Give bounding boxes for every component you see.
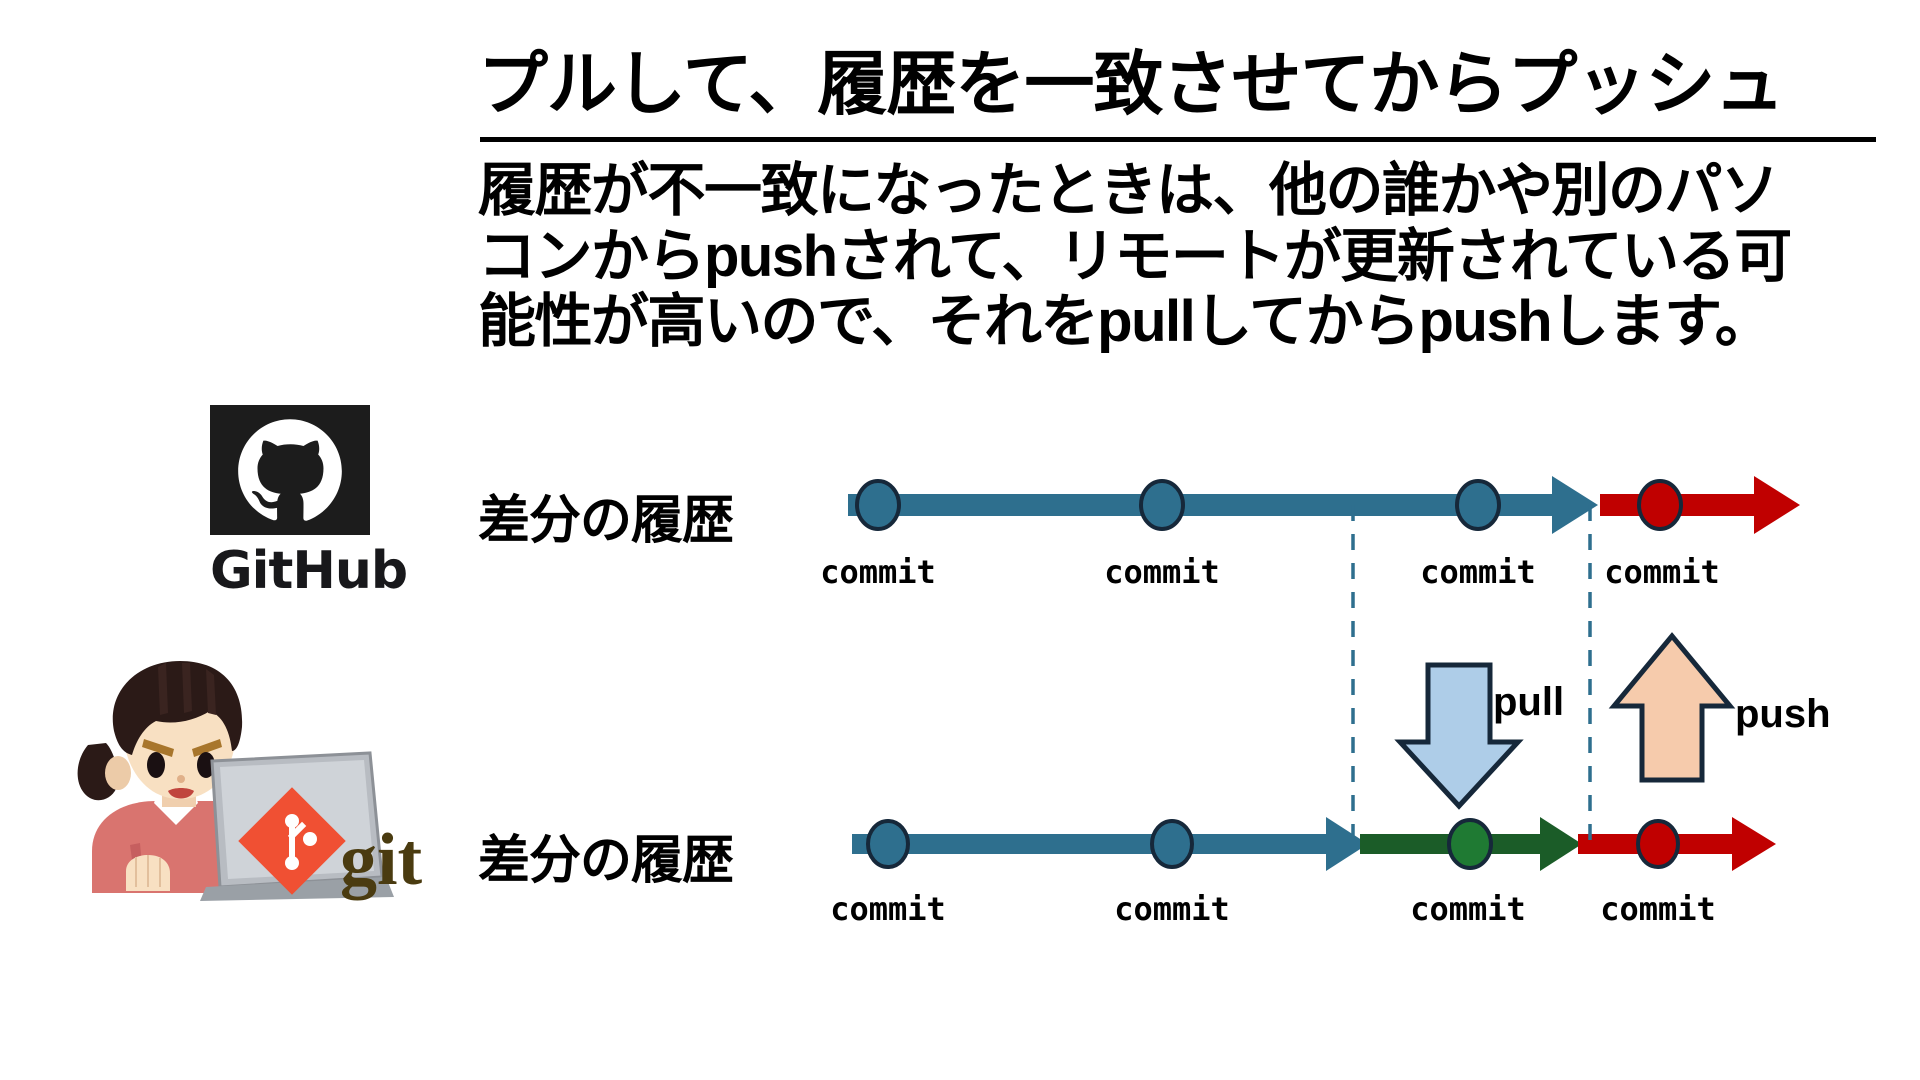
- remote-commit-label-1: commit: [820, 553, 936, 591]
- local-commit-label-2: commit: [1114, 890, 1230, 928]
- remote-red-arrowhead: [1754, 476, 1800, 534]
- github-logo: GitHub: [210, 405, 408, 601]
- local-commit-label-4: commit: [1600, 890, 1716, 928]
- pull-arrow-label: pull: [1493, 680, 1565, 724]
- local-green-arrowhead: [1540, 817, 1582, 871]
- page-title: プルして、履歴を一致させてからプッシュ: [478, 45, 1784, 123]
- local-commit-dot-1[interactable]: [866, 819, 910, 869]
- body-line-2: コンからpushされて、リモートが更新されている可: [478, 223, 1792, 289]
- remote-commit-label-4: commit: [1604, 553, 1720, 591]
- push-arrow[interactable]: [1608, 632, 1736, 783]
- github-icon-square: [210, 405, 370, 535]
- remote-commit-dot-1[interactable]: [855, 479, 901, 531]
- remote-red-segment: [1600, 494, 1762, 516]
- github-octocat-icon: [238, 419, 342, 521]
- remote-blue-arrowhead: [1552, 476, 1598, 534]
- remote-commit-dot-3[interactable]: [1455, 479, 1501, 531]
- title-underline: [480, 137, 1876, 142]
- local-commit-dot-2[interactable]: [1150, 819, 1194, 869]
- remote-commit-dot-4[interactable]: [1637, 479, 1683, 531]
- git-logo-label: git: [340, 819, 423, 901]
- local-blue-segment: [852, 834, 1332, 854]
- person-at-laptop-illustration: [77, 661, 394, 901]
- local-commit-dot-3[interactable]: [1447, 818, 1493, 870]
- remote-commit-label-3: commit: [1420, 553, 1536, 591]
- remote-commit-label-2: commit: [1104, 553, 1220, 591]
- local-commit-dot-4[interactable]: [1636, 819, 1680, 869]
- local-red-segment: [1578, 834, 1738, 854]
- body-line-1: 履歴が不一致になったときは、他の誰かや別のパソ: [478, 158, 1779, 223]
- remote-history-label: 差分の履歴: [478, 492, 734, 550]
- github-logo-label: GitHub: [210, 541, 408, 601]
- local-history-label: 差分の履歴: [478, 832, 734, 890]
- local-commit-label-1: commit: [830, 890, 946, 928]
- body-paragraph: 履歴が不一致になったときは、他の誰かや別のパソ コンからpushされて、リモート…: [478, 158, 1898, 355]
- local-green-segment: [1360, 834, 1546, 854]
- push-arrow-label: push: [1735, 692, 1831, 736]
- remote-commit-dot-2[interactable]: [1139, 479, 1185, 531]
- body-line-3: 能性が高いので、それをpullしてからpushします。: [478, 289, 1773, 355]
- local-commit-label-3: commit: [1410, 890, 1526, 928]
- remote-blue-segment: [848, 494, 1560, 516]
- local-blue-arrowhead: [1326, 817, 1368, 871]
- local-red-arrowhead: [1732, 817, 1776, 871]
